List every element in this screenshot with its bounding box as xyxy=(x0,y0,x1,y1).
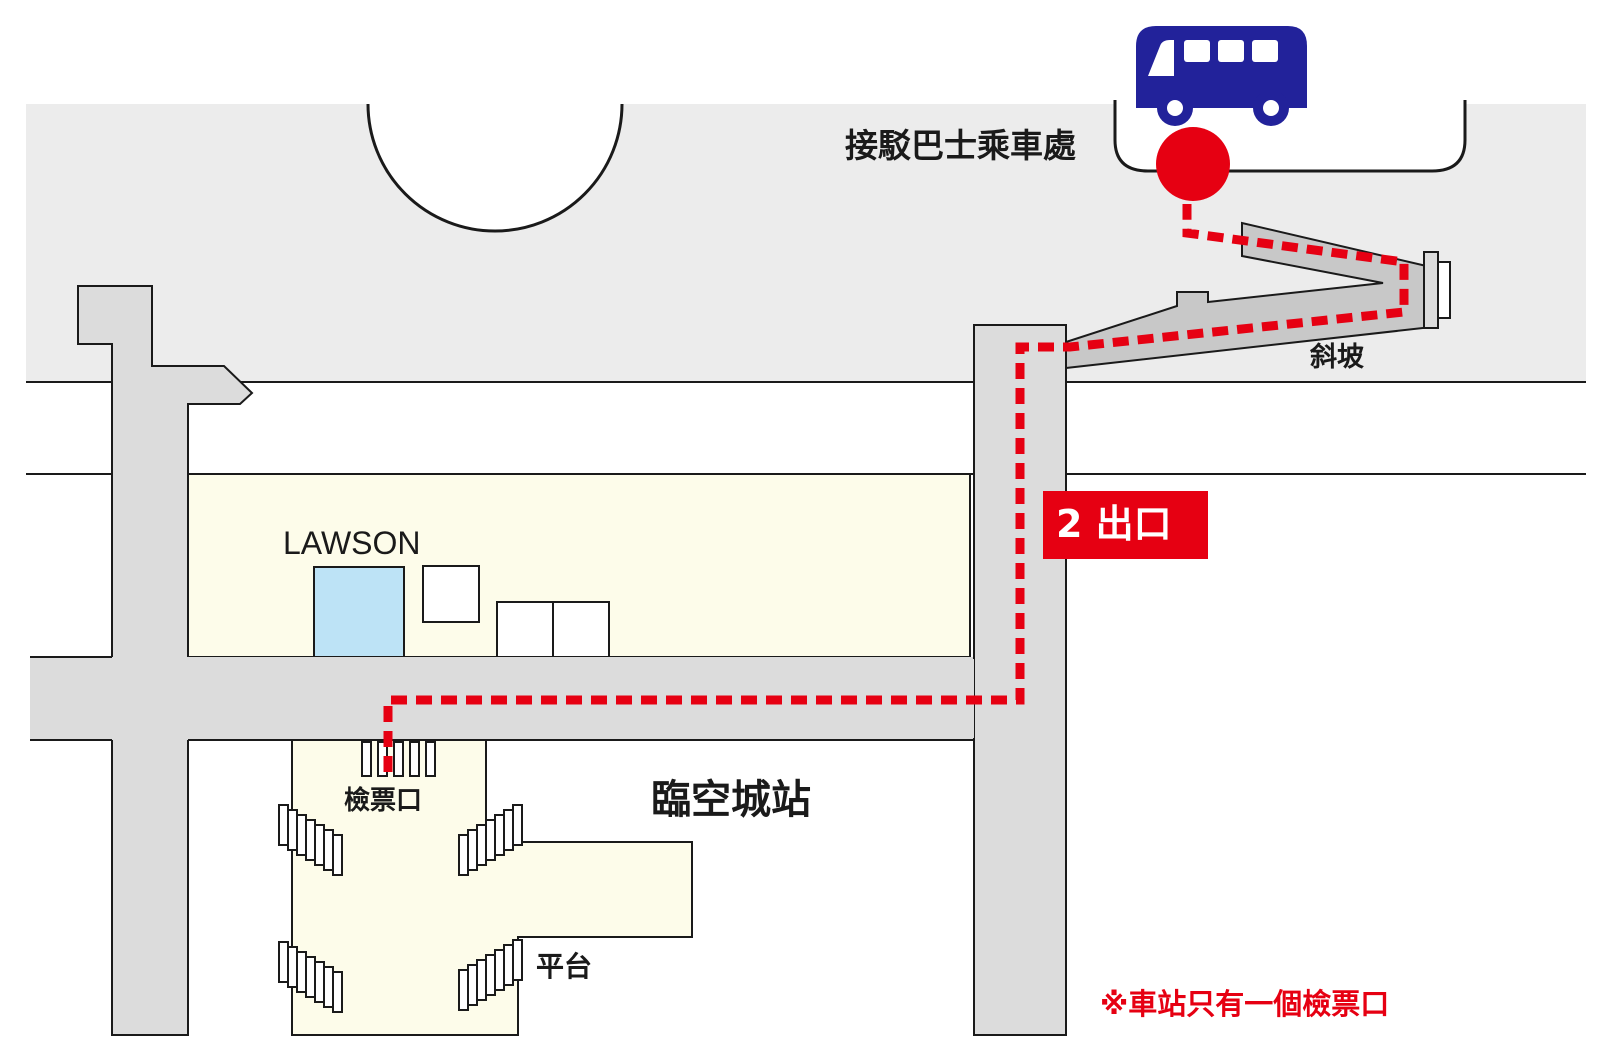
exit-corridor xyxy=(973,324,1067,1036)
store-fixture xyxy=(496,601,554,658)
gate xyxy=(409,741,420,777)
lawson-door xyxy=(313,566,405,658)
bus-stop-label: 接駁巴士乘車處 xyxy=(845,126,1076,165)
stairs-lower-left xyxy=(278,941,343,1013)
gate xyxy=(393,741,404,777)
roundabout xyxy=(366,103,624,233)
gate xyxy=(361,741,372,777)
ticket-gate-label: 檢票口 xyxy=(344,786,423,816)
ramp-end xyxy=(1437,261,1451,319)
stairs-upper-right xyxy=(458,804,523,876)
bus-icon xyxy=(1136,26,1307,126)
ticket-gates xyxy=(361,741,436,777)
ramp-label: 斜坡 xyxy=(1310,342,1364,373)
gate xyxy=(425,741,436,777)
walking-route xyxy=(383,204,1409,772)
stairs-upper-left xyxy=(278,804,343,876)
lawson-label: LAWSON xyxy=(283,525,421,561)
exit-2-label: 2 出口 xyxy=(1056,502,1172,546)
stairs-lower-right xyxy=(458,939,523,1011)
ramp-end xyxy=(1423,251,1439,329)
store-fixture xyxy=(552,601,610,658)
station-concourse xyxy=(291,739,693,1036)
bus-bay-outline xyxy=(1113,100,1467,173)
store-fixture xyxy=(422,565,480,623)
station-name-label: 臨空城站 xyxy=(651,777,811,823)
exit-2-sign xyxy=(1043,491,1208,559)
platform-label: 平台 xyxy=(536,950,593,983)
single-gate-note: ※車站只有一個檢票口 xyxy=(1100,987,1390,1021)
bus-stop-marker xyxy=(1156,127,1230,201)
